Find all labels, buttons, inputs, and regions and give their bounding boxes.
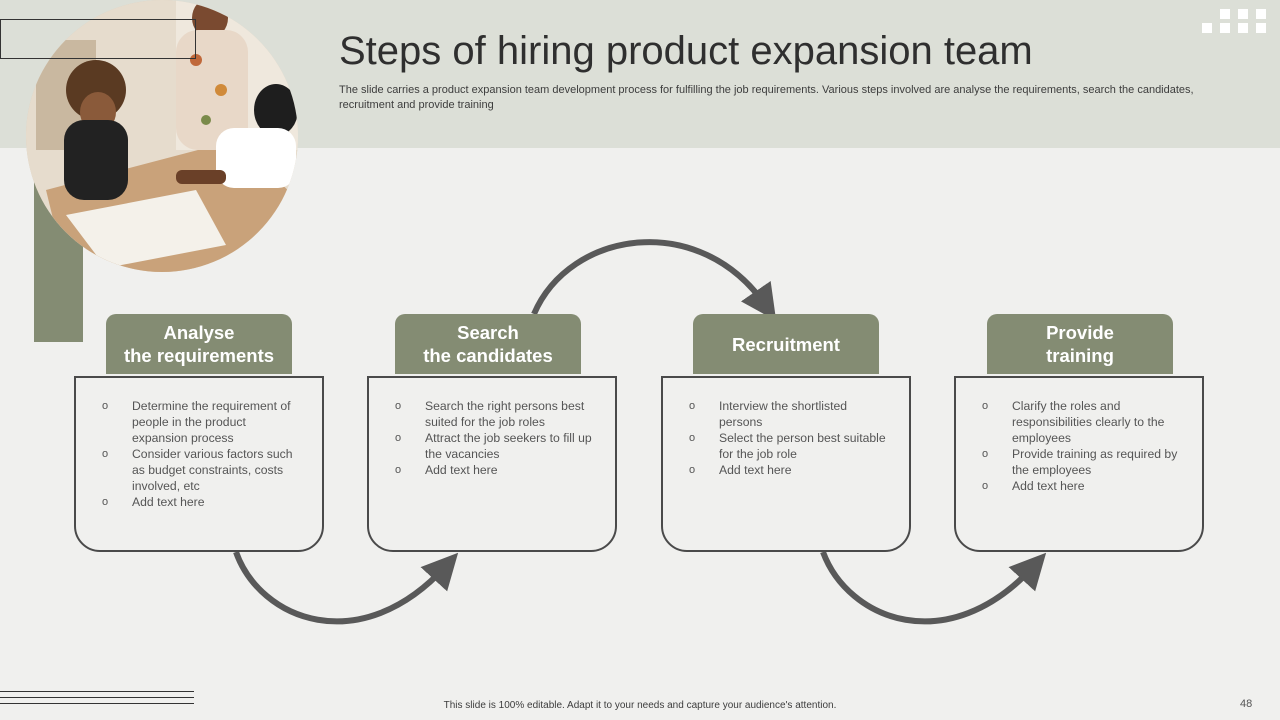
arrow-step2-to-step3 xyxy=(531,239,777,321)
bullet-icon: o xyxy=(689,432,696,444)
team-photo xyxy=(26,0,298,272)
bullet-icon: o xyxy=(395,432,402,444)
page-number: 48 xyxy=(1240,698,1253,710)
step-title-line: the candidates xyxy=(423,345,553,366)
step-title-line: Analyse xyxy=(163,322,235,343)
step-title-line: Recruitment xyxy=(732,333,840,355)
bullet-icon: o xyxy=(982,400,989,412)
step-header-analyse: Analyse the requirements xyxy=(106,314,292,374)
bullet-icon: o xyxy=(689,400,696,412)
step-header-search: Search the candidates xyxy=(395,314,581,374)
bullet-icon: o xyxy=(982,480,989,492)
bullet-icon: o xyxy=(102,496,109,508)
arrow-step1-to-step2 xyxy=(233,550,459,625)
footer-note: This slide is 100% editable. Adapt it to… xyxy=(443,700,837,711)
bullet-icon: o xyxy=(395,400,402,412)
decorative-outline-rectangle xyxy=(0,19,196,59)
arrow-step3-to-step4 xyxy=(820,550,1047,625)
bullet-icon: o xyxy=(689,464,696,476)
step-header-recruitment: Recruitment xyxy=(693,314,879,374)
dots-decoration-icon xyxy=(1200,8,1280,34)
bullet-icon: o xyxy=(102,448,109,460)
bullet-icon: o xyxy=(982,448,989,460)
step-title-line: Provide xyxy=(1046,322,1114,343)
page-title: Steps of hiring product expansion team xyxy=(339,29,1033,73)
step-header-training: Provide training xyxy=(987,314,1173,374)
step-title-line: Search xyxy=(457,322,519,343)
step-title-line: training xyxy=(1046,345,1114,366)
step-title-line: the requirements xyxy=(123,345,275,366)
bullet-icon: o xyxy=(102,400,109,412)
footer-decorative-lines xyxy=(0,691,194,709)
page-subtitle: The slide carries a product expansion te… xyxy=(339,84,1194,111)
bullet-icon: o xyxy=(395,464,402,476)
